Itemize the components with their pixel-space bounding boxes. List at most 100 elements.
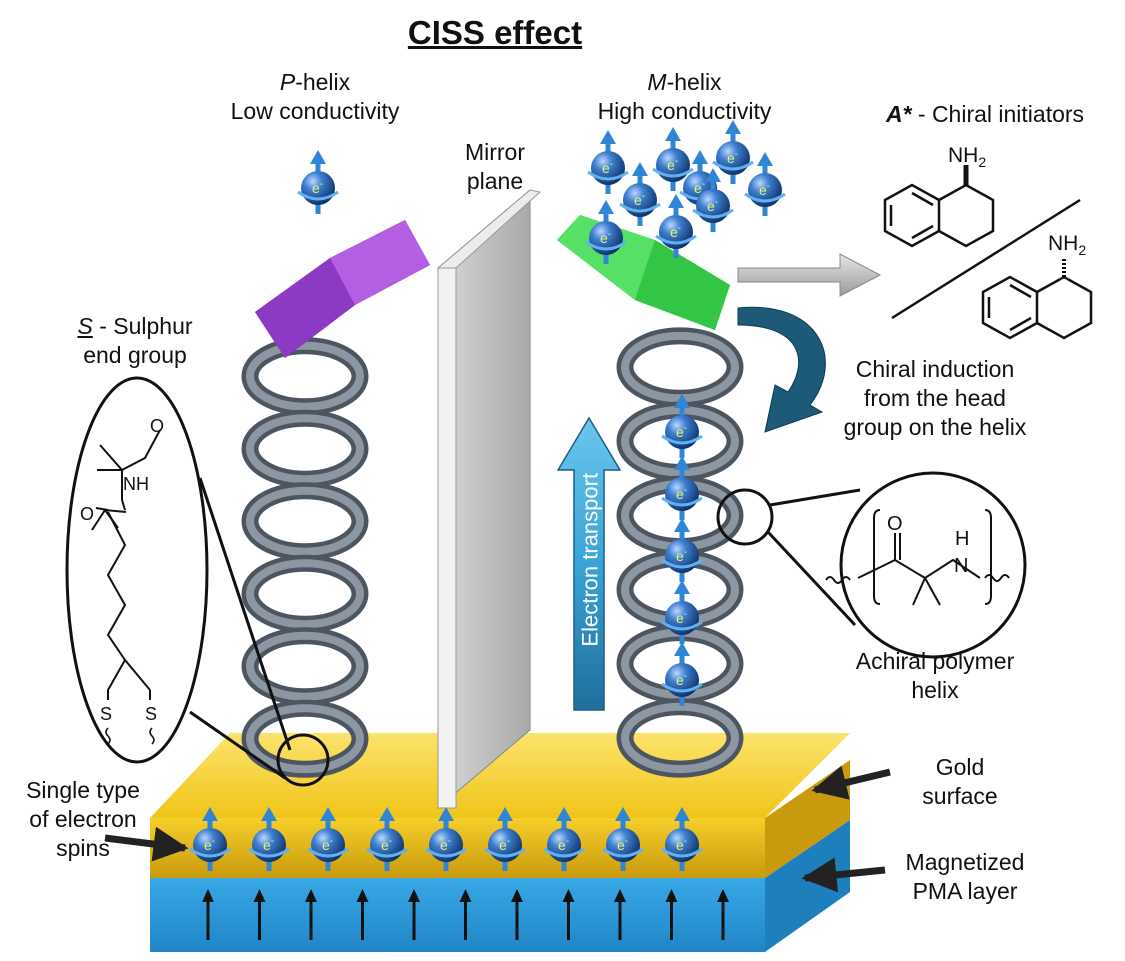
electron: e- — [661, 456, 703, 520]
zoom-polymer-n: N — [954, 555, 968, 577]
nh2-upper: NH2 — [948, 144, 986, 170]
spin-ring — [366, 847, 408, 858]
electron: e- — [661, 518, 703, 582]
electron-charge: - — [702, 179, 705, 190]
m-helix-coil-highlight — [621, 702, 739, 774]
diagram-title: CISS effect — [407, 14, 583, 51]
spin-arrow-head — [674, 807, 690, 821]
electron: e- — [248, 807, 290, 871]
spin-ring — [425, 847, 467, 858]
electron-label: e- — [617, 836, 628, 853]
electron-label: e- — [694, 179, 705, 196]
electron-charge: - — [684, 547, 687, 558]
arrow-spins — [104, 826, 189, 862]
electron-charge: - — [678, 223, 681, 234]
spin-ring — [692, 208, 734, 219]
spin-arrow-head — [725, 120, 741, 134]
zoom-nh: NH — [123, 474, 149, 494]
gray-arrow — [737, 253, 882, 297]
electron-charge: - — [684, 485, 687, 496]
electron-charge: - — [675, 156, 678, 167]
spin-ring — [585, 240, 627, 251]
electron: e- — [661, 580, 703, 644]
electron-charge: - — [566, 836, 569, 847]
electron: e- — [366, 807, 408, 871]
zoom-polymer-h: H — [955, 528, 969, 550]
spin-ring — [484, 847, 526, 858]
m-head-group — [557, 215, 730, 330]
pma-up-arrow-head — [511, 889, 523, 902]
spin-arrow-head — [600, 130, 616, 144]
spin-arrow-head — [310, 150, 326, 164]
chiral-induction-label: Chiral induction from the head group on … — [843, 356, 1027, 440]
spin-arrow-head — [320, 807, 336, 821]
spin-arrow-head — [692, 150, 708, 164]
polymer-zoom: O H N — [716, 471, 1027, 659]
electron: e- — [543, 807, 585, 871]
electron: e- — [652, 127, 694, 191]
electron-label: e- — [676, 671, 687, 688]
spin-ring — [248, 847, 290, 858]
electron: e- — [307, 807, 349, 871]
gold-slab — [150, 733, 850, 878]
electron: e- — [661, 642, 703, 706]
electron-label: e- — [600, 229, 611, 246]
gold-top — [150, 733, 850, 818]
p-head-group — [255, 220, 430, 358]
pma-up-arrow-head — [717, 889, 729, 902]
spin-arrow-head — [674, 456, 690, 470]
spin-ring — [661, 620, 703, 631]
pma-up-arrow-head — [459, 889, 472, 902]
spin-arrow-head — [632, 162, 648, 176]
electron-charge: - — [642, 191, 645, 202]
electron: e- — [189, 807, 231, 871]
p-helix — [241, 337, 369, 778]
electron-label: e- — [322, 836, 333, 853]
chiral-induction-arrow — [737, 306, 826, 433]
spin-ring — [602, 847, 644, 858]
spin-ring — [655, 234, 697, 245]
electron-charge: - — [684, 671, 687, 682]
electron-charge: - — [271, 836, 274, 847]
electron-label: e- — [440, 836, 451, 853]
pma-up-arrow-head — [665, 889, 678, 902]
electron-charge: - — [767, 181, 770, 192]
spin-arrow-head — [674, 580, 690, 594]
electron-charge: - — [389, 836, 392, 847]
spin-arrow-head — [668, 194, 684, 208]
spin-ring — [189, 847, 231, 858]
spin-ring — [661, 847, 703, 858]
electron-label: e- — [676, 836, 687, 853]
electron-charge: - — [507, 836, 510, 847]
electron: e- — [692, 168, 734, 232]
spin-ring — [587, 170, 629, 181]
pma-up-arrow-head — [614, 889, 626, 902]
zoom-o1: O — [150, 416, 164, 436]
spin-ring — [307, 847, 349, 858]
spin-arrow-head — [202, 807, 218, 821]
sulphur-zoom: O NH O S S — [65, 376, 330, 787]
electron-label: e- — [727, 149, 738, 166]
spin-ring — [744, 192, 786, 203]
electron: e- — [744, 152, 786, 216]
electron-label: e- — [381, 836, 392, 853]
electron-charge: - — [684, 609, 687, 620]
electron-label: e- — [204, 836, 215, 853]
spin-arrow-head — [674, 394, 690, 408]
spin-arrow-head — [598, 200, 614, 214]
spin-arrow-head — [261, 807, 277, 821]
electron-charge: - — [735, 149, 738, 160]
zoom-s1: S — [100, 704, 112, 724]
spin-arrow-head — [556, 807, 572, 821]
electron-charge: - — [684, 423, 687, 434]
electron-label: e- — [667, 156, 678, 173]
spin-ring — [297, 190, 339, 201]
electron-label: e- — [676, 547, 687, 564]
spin-ring — [661, 558, 703, 569]
electron-label: e- — [670, 223, 681, 240]
electron-transport-arrow — [556, 416, 622, 711]
p-helix-coil-highlight — [246, 704, 364, 774]
